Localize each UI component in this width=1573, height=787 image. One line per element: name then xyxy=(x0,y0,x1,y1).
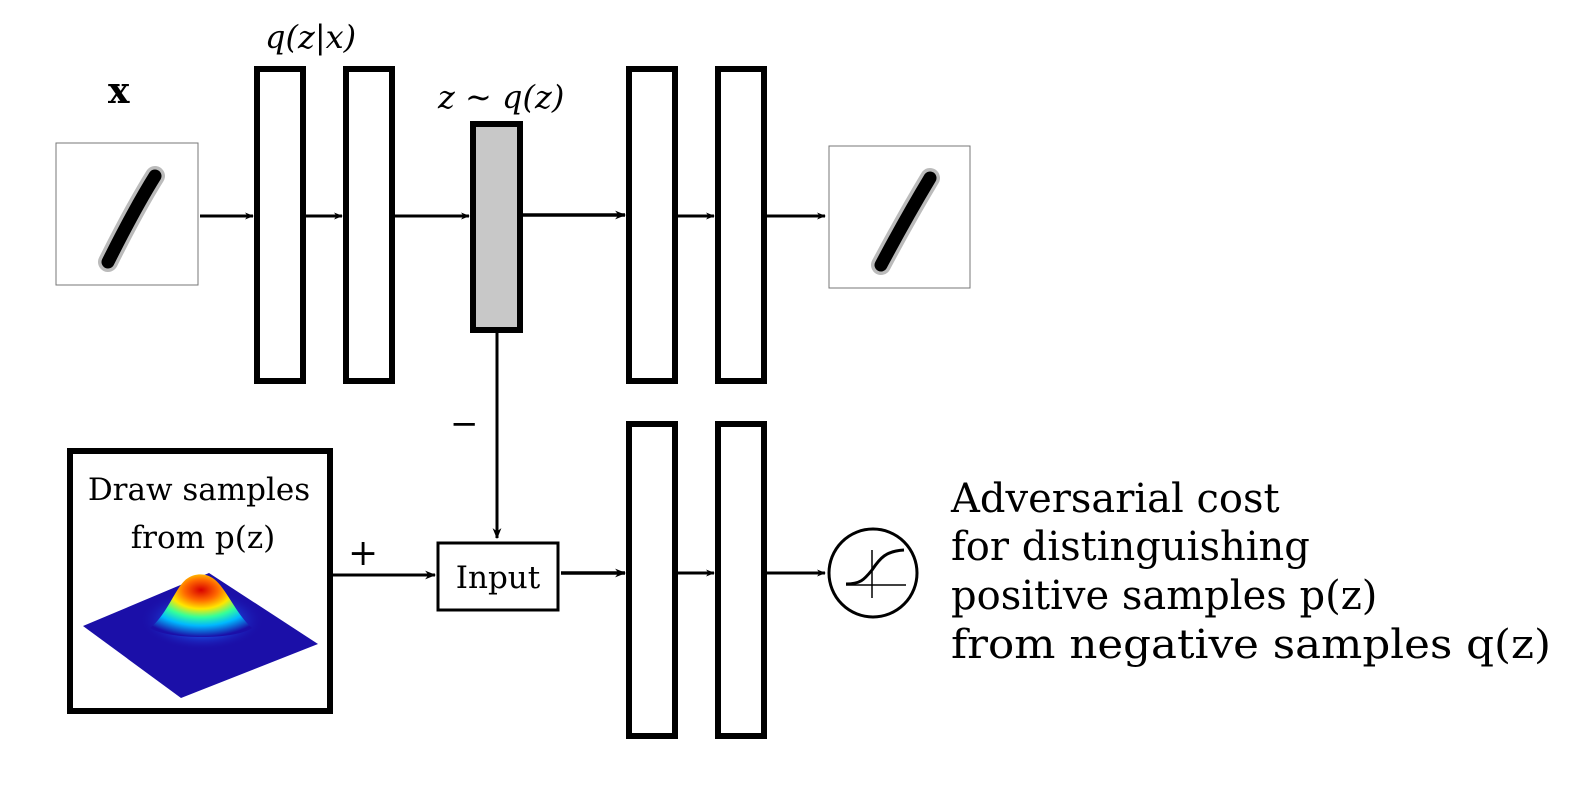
input-image xyxy=(55,142,199,286)
discriminator-input-box xyxy=(436,541,560,612)
adversarial-text-line-1: Adversarial cost xyxy=(950,476,1280,522)
adversarial-cost-text: Adversarial cost for distinguishing posi… xyxy=(950,476,1551,668)
minus-sign: − xyxy=(450,404,479,444)
sampler-label-line-2: from p(z) xyxy=(131,520,276,556)
latent-code-box xyxy=(470,121,523,333)
handwritten-digit-one-icon xyxy=(98,166,165,272)
encoder-layer-1 xyxy=(254,66,306,384)
encoder-label: q(z|x) xyxy=(265,18,356,56)
output-image xyxy=(828,145,971,289)
adversarial-text-line-3: positive samples p(z) xyxy=(951,573,1377,619)
decoder-layer-2 xyxy=(715,66,767,384)
adversarial-text-line-4: from negative samples q(z) xyxy=(951,622,1551,668)
sampler-label-line-1: Draw samples xyxy=(88,472,310,508)
sigmoid-icon xyxy=(827,527,919,619)
x-label: x xyxy=(108,70,130,112)
discriminator-layer-2 xyxy=(715,421,767,739)
discriminator-input-label: Input xyxy=(456,560,541,596)
top-arrows xyxy=(200,210,826,220)
discriminator-layer-1 xyxy=(626,421,678,739)
prior-sampler-box: Draw samples from p(z) xyxy=(67,448,333,714)
plus-sign: + xyxy=(348,533,378,574)
encoder-layer-2 xyxy=(343,66,395,384)
adversarial-text-line-2: for distinguishing xyxy=(951,524,1310,570)
decoder-layer-1 xyxy=(626,66,678,384)
gaussian-surface-icon xyxy=(83,573,318,698)
handwritten-digit-one-icon xyxy=(871,168,940,275)
latent-label: z ∼ q(z) xyxy=(437,78,564,116)
